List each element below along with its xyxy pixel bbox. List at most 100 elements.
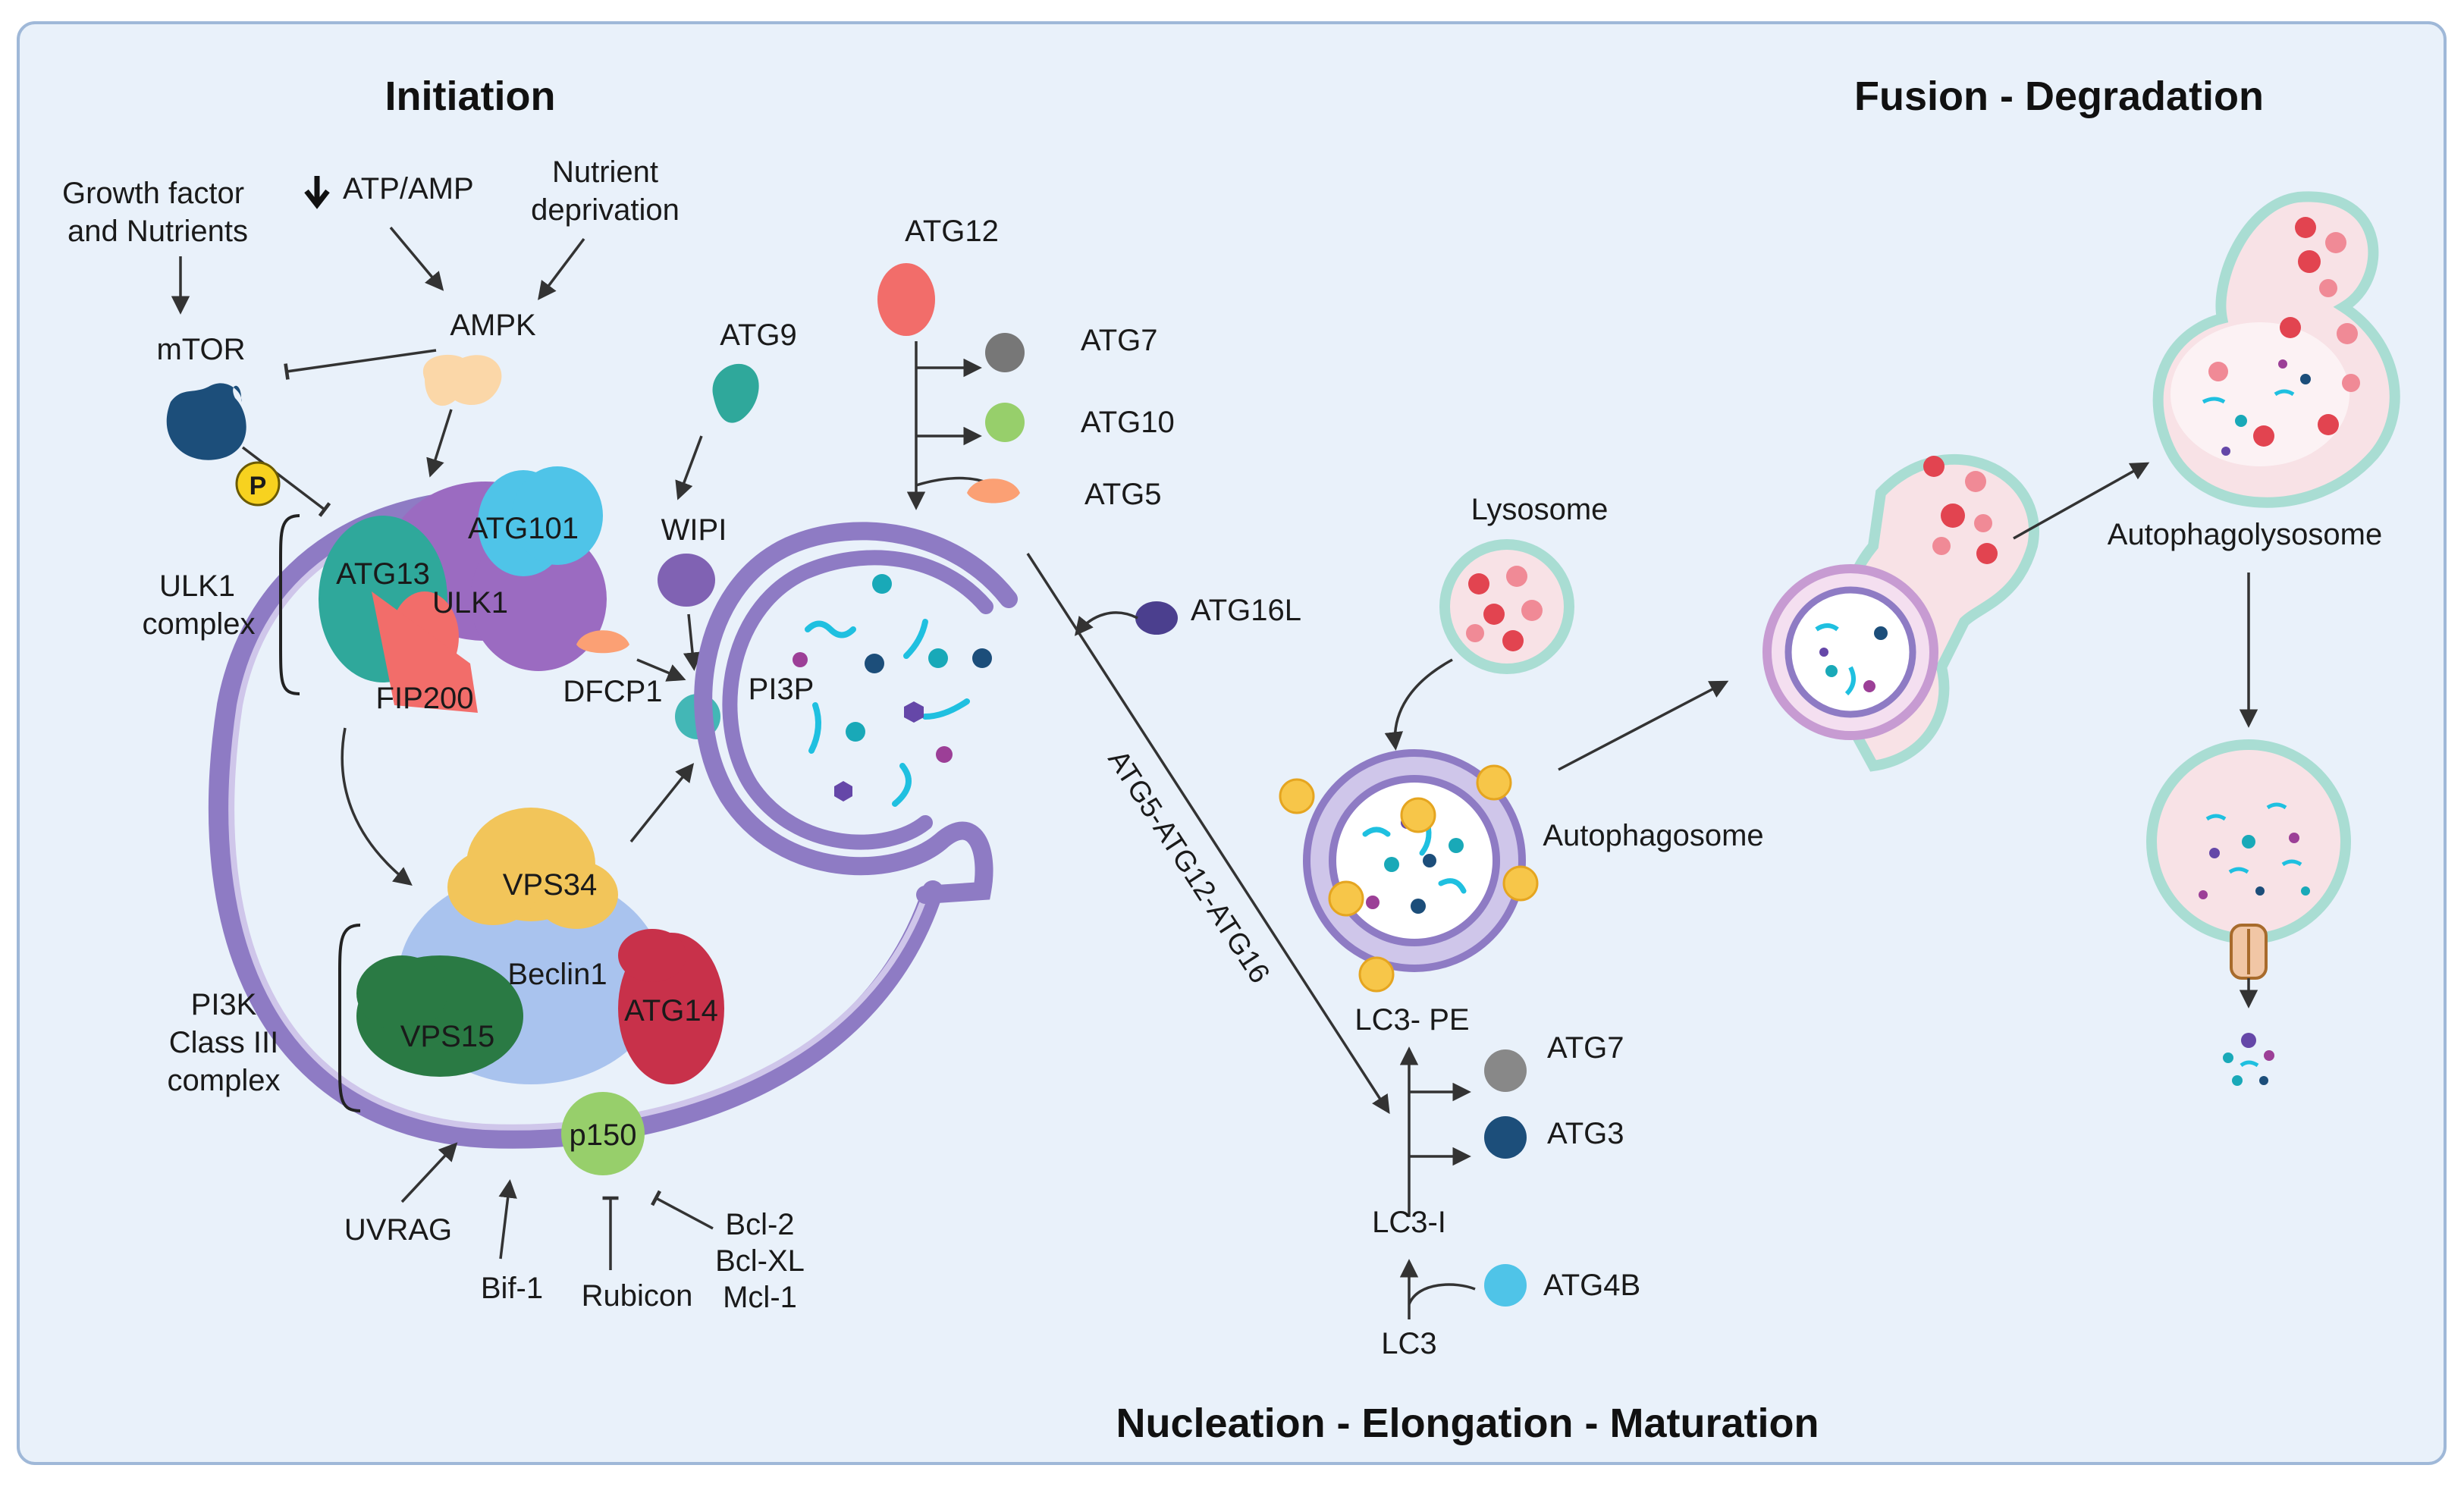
ampk-label: AMPK	[450, 309, 536, 342]
arrow-vps34-to-pi3p	[629, 763, 695, 843]
pi3k-label-line1: PI3K	[191, 988, 257, 1021]
lysosome-vesicle	[1439, 539, 1574, 674]
pi3k-complex-bracket	[338, 924, 361, 1112]
atg12-label: ATG12	[905, 215, 999, 248]
rubicon-label: Rubicon	[582, 1279, 693, 1313]
atg4b-label: ATG4B	[1543, 1269, 1640, 1302]
lysosome-enzymes	[1466, 566, 1543, 651]
arrow-dfcp1-to-pi3p	[636, 658, 686, 682]
nutrient-label-line1: Nutrient	[552, 155, 658, 189]
lc3-label: LC3	[1381, 1327, 1436, 1360]
phagophore-membrane-inner	[228, 510, 930, 1131]
arrow-atg5-atg12-atg16-to-lc3	[1026, 553, 1390, 1115]
atg9-protein-icon	[712, 363, 759, 423]
arrow-lysosome-to-autophagosome	[1384, 658, 1453, 751]
arrow-wipi-to-pi3p	[683, 613, 702, 671]
mcl1-label: Mcl-1	[723, 1281, 797, 1314]
phagophore-membrane	[209, 490, 943, 1149]
atg4b-protein-icon	[1484, 1264, 1527, 1307]
atg12-protein-icon	[877, 263, 935, 336]
bclxl-label: Bcl-XL	[715, 1244, 805, 1278]
pi3k-complex	[356, 808, 724, 1175]
inhibit-mtor-to-ulk1	[241, 446, 331, 517]
lc3-i-label: LC3-I	[1372, 1206, 1446, 1239]
lc3-pe-label: LC3- PE	[1354, 1003, 1469, 1037]
ulk1-protein-label: ULK1	[432, 586, 508, 620]
beclin1-label: Beclin1	[507, 958, 607, 991]
arrow-atp-to-ampk	[389, 226, 444, 291]
uvrag-label: UVRAG	[344, 1213, 452, 1247]
atp-amp-label: ATP/AMP	[343, 172, 474, 205]
growth-factor-label-line1: Growth factor	[62, 177, 244, 210]
phosphate-label: P	[250, 472, 267, 500]
ulk1-complex-label-line2: complex	[143, 607, 256, 641]
atg10-protein-icon	[985, 403, 1025, 442]
atg13-label: ATG13	[336, 557, 430, 591]
atg16l-label: ATG16L	[1191, 594, 1301, 627]
atg5-label: ATG5	[1084, 478, 1162, 511]
mtor-label: mTOR	[156, 333, 245, 366]
nutrient-label-line2: deprivation	[531, 193, 680, 227]
atg9-label: ATG9	[720, 318, 797, 352]
atg14-label: ATG14	[624, 994, 718, 1027]
title-nucleation-elongation-maturation: Nucleation - Elongation - Maturation	[1116, 1401, 1819, 1446]
fusion-intermediate	[1762, 453, 2039, 772]
wipi-protein-icon	[658, 554, 715, 607]
ulk1-complex-label-line1: ULK1	[159, 569, 235, 603]
phagophore-cargo	[793, 574, 992, 807]
arrow-uvrag	[400, 1142, 458, 1203]
atg5-protein-icon	[967, 478, 1020, 504]
fip200-label: FIP200	[376, 682, 474, 715]
phagophore-cup	[694, 522, 1018, 904]
autophagosome-label: Autophagosome	[1543, 819, 1763, 852]
lc3-dots	[1279, 764, 1539, 993]
pi3k-label-line2: Class III	[169, 1026, 278, 1059]
autophagolysosome-label: Autophagolysosome	[2108, 518, 2382, 551]
arrow-atg4b-branch	[1408, 1283, 1476, 1305]
wipi-label: WIPI	[661, 513, 727, 547]
title-fusion-degradation: Fusion - Degradation	[1854, 74, 2264, 119]
arrow-ulk1-to-pi3k	[341, 727, 413, 886]
dfcp1-protein-icon	[576, 630, 629, 654]
atg7-label-top: ATG7	[1081, 324, 1158, 357]
arrow-atg9-to-wipi	[675, 435, 703, 500]
lysosome-label: Lysosome	[1471, 493, 1609, 526]
atg3-protein-icon	[1484, 1116, 1527, 1159]
title-initiation: Initiation	[385, 74, 556, 119]
arrow-nutrient-to-ampk	[538, 237, 585, 300]
inhibit-bcl2	[651, 1190, 714, 1230]
ulk1-complex-bracket	[279, 514, 300, 695]
bif1-label: Bif-1	[481, 1272, 543, 1305]
pi3k-label-line3: complex	[168, 1064, 281, 1097]
dfcp1-label: DFCP1	[563, 675, 662, 708]
atg7-label-lower: ATG7	[1547, 1031, 1624, 1065]
down-arrow-icon	[304, 176, 330, 209]
atg16l-protein-icon	[1135, 601, 1178, 635]
arrow-autophagosome-to-fusion	[1558, 680, 1729, 771]
panel-background	[17, 21, 2447, 1465]
atg7-protein-icon	[985, 333, 1025, 372]
atg10-label: ATG10	[1081, 406, 1175, 439]
arrow-atg16l	[1074, 611, 1138, 636]
bcl2-label: Bcl-2	[725, 1208, 794, 1241]
arrow-ampk-to-ulk1	[426, 409, 453, 478]
mtor-protein-icon	[166, 383, 246, 460]
vps34-label: VPS34	[503, 868, 598, 902]
p150-label: p150	[570, 1118, 637, 1152]
ulk1-complex	[319, 466, 607, 713]
pi3p-label: PI3P	[749, 673, 815, 706]
phosphate-icon	[235, 461, 281, 507]
released-products	[2223, 1033, 2274, 1086]
atg3-label: ATG3	[1547, 1117, 1624, 1150]
inhibit-ampk-to-mtor	[284, 349, 437, 380]
phagophore-cup-inner	[722, 550, 993, 850]
growth-factor-label-line2: and Nutrients	[67, 215, 248, 248]
degradation-vesicle	[2146, 739, 2351, 980]
atg7-lc3-protein-icon	[1484, 1049, 1527, 1092]
vps15-label: VPS15	[400, 1020, 495, 1053]
autophagolysosome-vesicle	[2152, 191, 2400, 508]
atg101-label: ATG101	[468, 512, 579, 545]
arrow-bif1	[498, 1179, 517, 1260]
ampk-protein-icon	[422, 354, 502, 406]
